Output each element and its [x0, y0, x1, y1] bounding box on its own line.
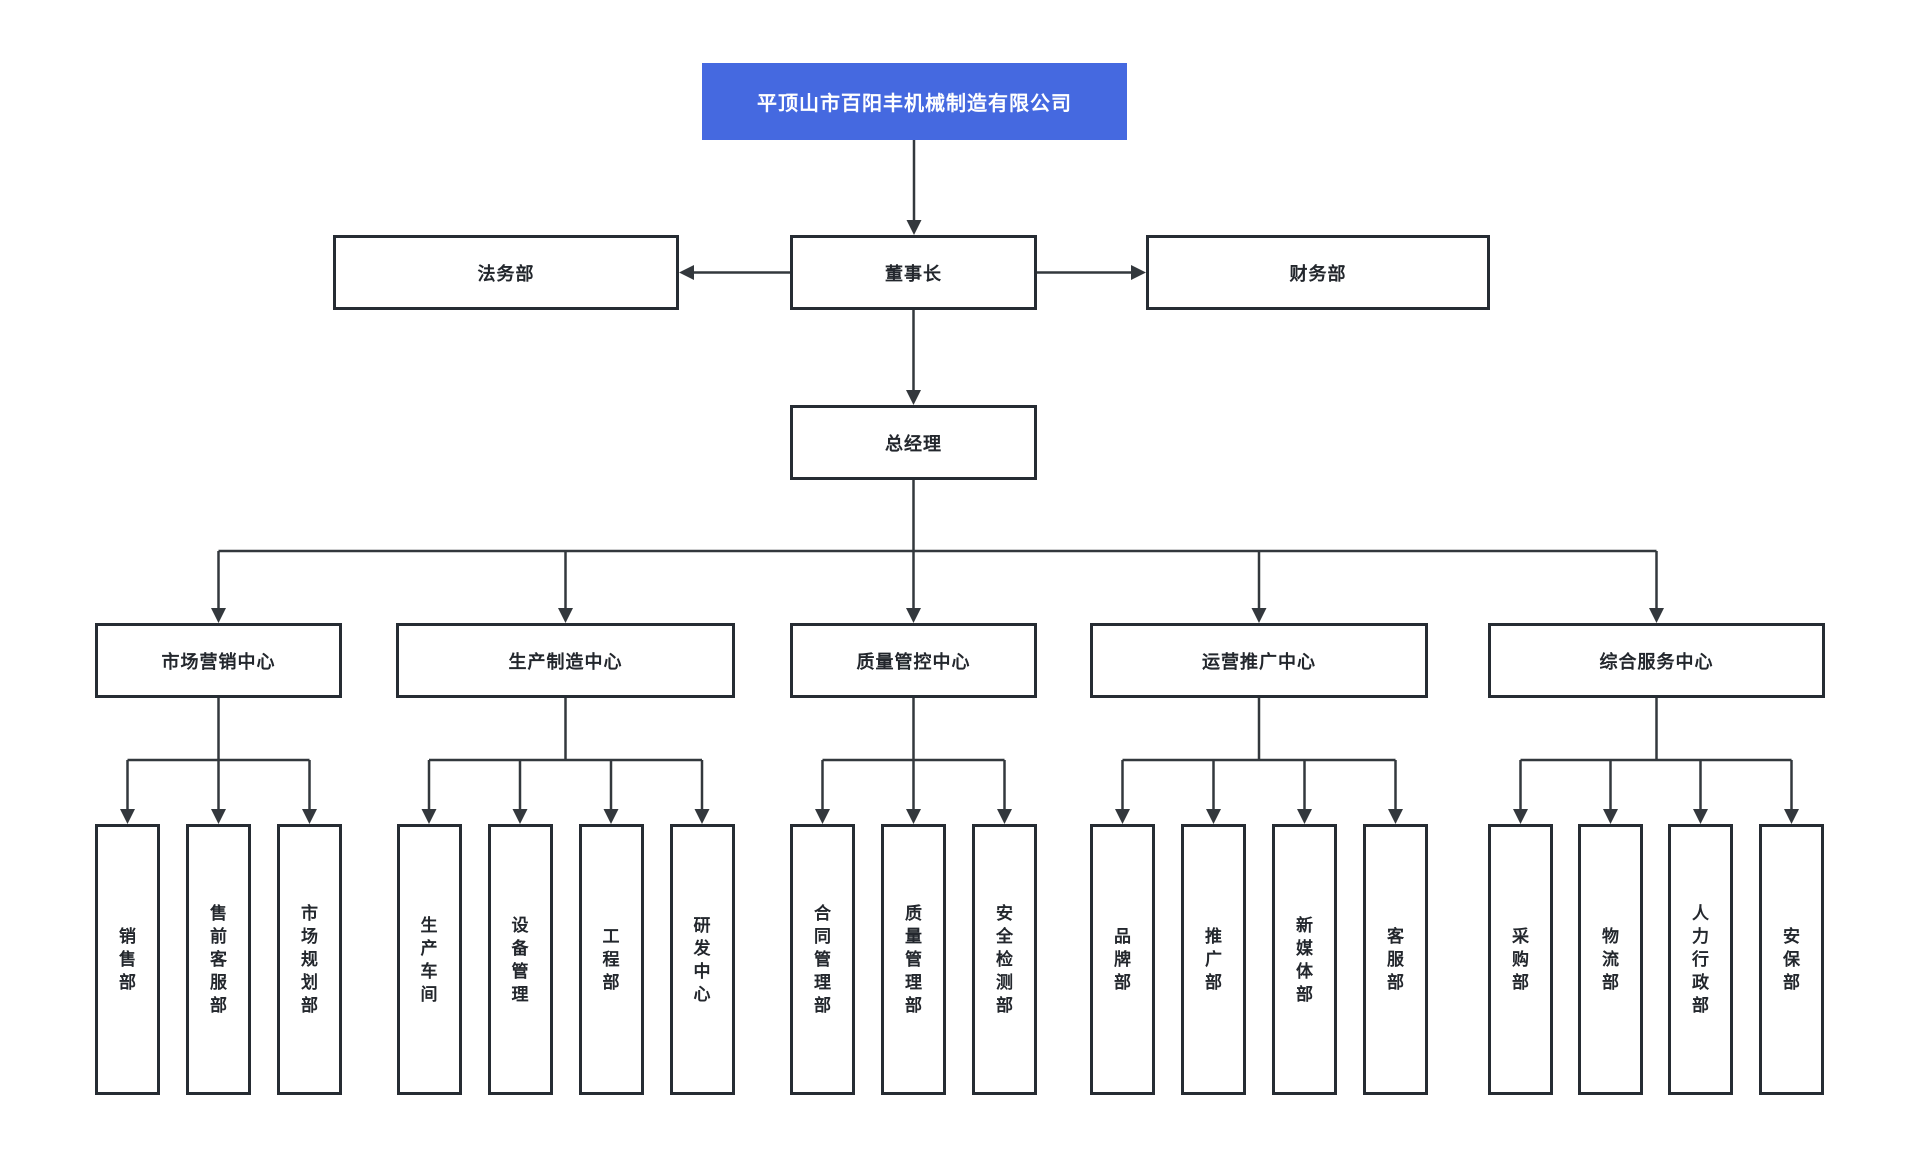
department-box-services-2: 物流部: [1578, 824, 1643, 1095]
department-box-production-4: 研发中心: [669, 824, 735, 1095]
department-box-operations-1: 品牌部: [1090, 824, 1155, 1095]
department-box-marketing-3: 市场规划部: [277, 824, 342, 1095]
center-box-services: 综合服务中心: [1488, 623, 1825, 698]
department-label: 安保部: [1783, 927, 1800, 992]
center-box-production: 生产制造中心: [396, 623, 735, 698]
department-label: 售前客服部: [210, 904, 227, 1015]
department-box-production-3: 工程部: [578, 824, 644, 1095]
center-box-marketing: 市场营销中心: [95, 623, 342, 698]
legal-dept-box: 法务部: [333, 235, 679, 310]
department-label: 人力行政部: [1692, 904, 1709, 1015]
department-box-marketing-1: 销售部: [95, 824, 160, 1095]
department-label: 客服部: [1387, 927, 1404, 992]
department-label: 推广部: [1205, 927, 1222, 992]
department-label: 市场规划部: [301, 904, 318, 1015]
center-label: 运营推广中心: [1202, 651, 1316, 672]
department-label: 质量管理部: [905, 904, 922, 1015]
chairman-label: 董事长: [885, 263, 942, 284]
department-label: 设备管理: [511, 915, 529, 1004]
center-label: 综合服务中心: [1599, 651, 1714, 672]
department-box-operations-2: 推广部: [1181, 824, 1246, 1095]
department-label: 工程部: [602, 927, 620, 992]
department-label: 销售部: [119, 927, 136, 992]
center-box-quality: 质量管控中心: [790, 623, 1037, 698]
department-label: 生产车间: [420, 915, 438, 1004]
department-label: 采购部: [1512, 927, 1529, 992]
department-label: 合同管理部: [814, 904, 831, 1015]
department-box-quality-3: 安全检测部: [972, 824, 1037, 1095]
center-label: 质量管控中心: [856, 651, 971, 672]
general-manager-box: 总经理: [790, 405, 1037, 480]
center-label: 市场营销中心: [161, 651, 276, 672]
department-label: 研发中心: [693, 915, 711, 1004]
department-box-marketing-2: 售前客服部: [186, 824, 251, 1095]
department-label: 新媒体部: [1296, 915, 1313, 1004]
company-root-box: 平顶山市百阳丰机械制造有限公司: [702, 63, 1127, 140]
department-box-quality-2: 质量管理部: [881, 824, 946, 1095]
department-label: 物流部: [1602, 927, 1619, 992]
finance-dept-label: 财务部: [1289, 263, 1347, 284]
department-box-operations-3: 新媒体部: [1272, 824, 1337, 1095]
department-box-quality-1: 合同管理部: [790, 824, 855, 1095]
center-label: 生产制造中心: [508, 651, 623, 672]
general-manager-label: 总经理: [885, 433, 942, 454]
department-box-production-1: 生产车间: [396, 824, 462, 1095]
department-box-production-2: 设备管理: [487, 824, 553, 1095]
legal-dept-label: 法务部: [477, 263, 535, 284]
department-box-operations-4: 客服部: [1363, 824, 1428, 1095]
company-root-label: 平顶山市百阳丰机械制造有限公司: [757, 93, 1072, 115]
department-label: 安全检测部: [996, 904, 1013, 1015]
chairman-box: 董事长: [790, 235, 1037, 310]
department-label: 品牌部: [1114, 927, 1131, 992]
department-box-services-4: 安保部: [1759, 824, 1824, 1095]
department-box-services-3: 人力行政部: [1668, 824, 1733, 1095]
center-box-operations: 运营推广中心: [1090, 623, 1428, 698]
finance-dept-box: 财务部: [1146, 235, 1490, 310]
department-box-services-1: 采购部: [1488, 824, 1553, 1095]
